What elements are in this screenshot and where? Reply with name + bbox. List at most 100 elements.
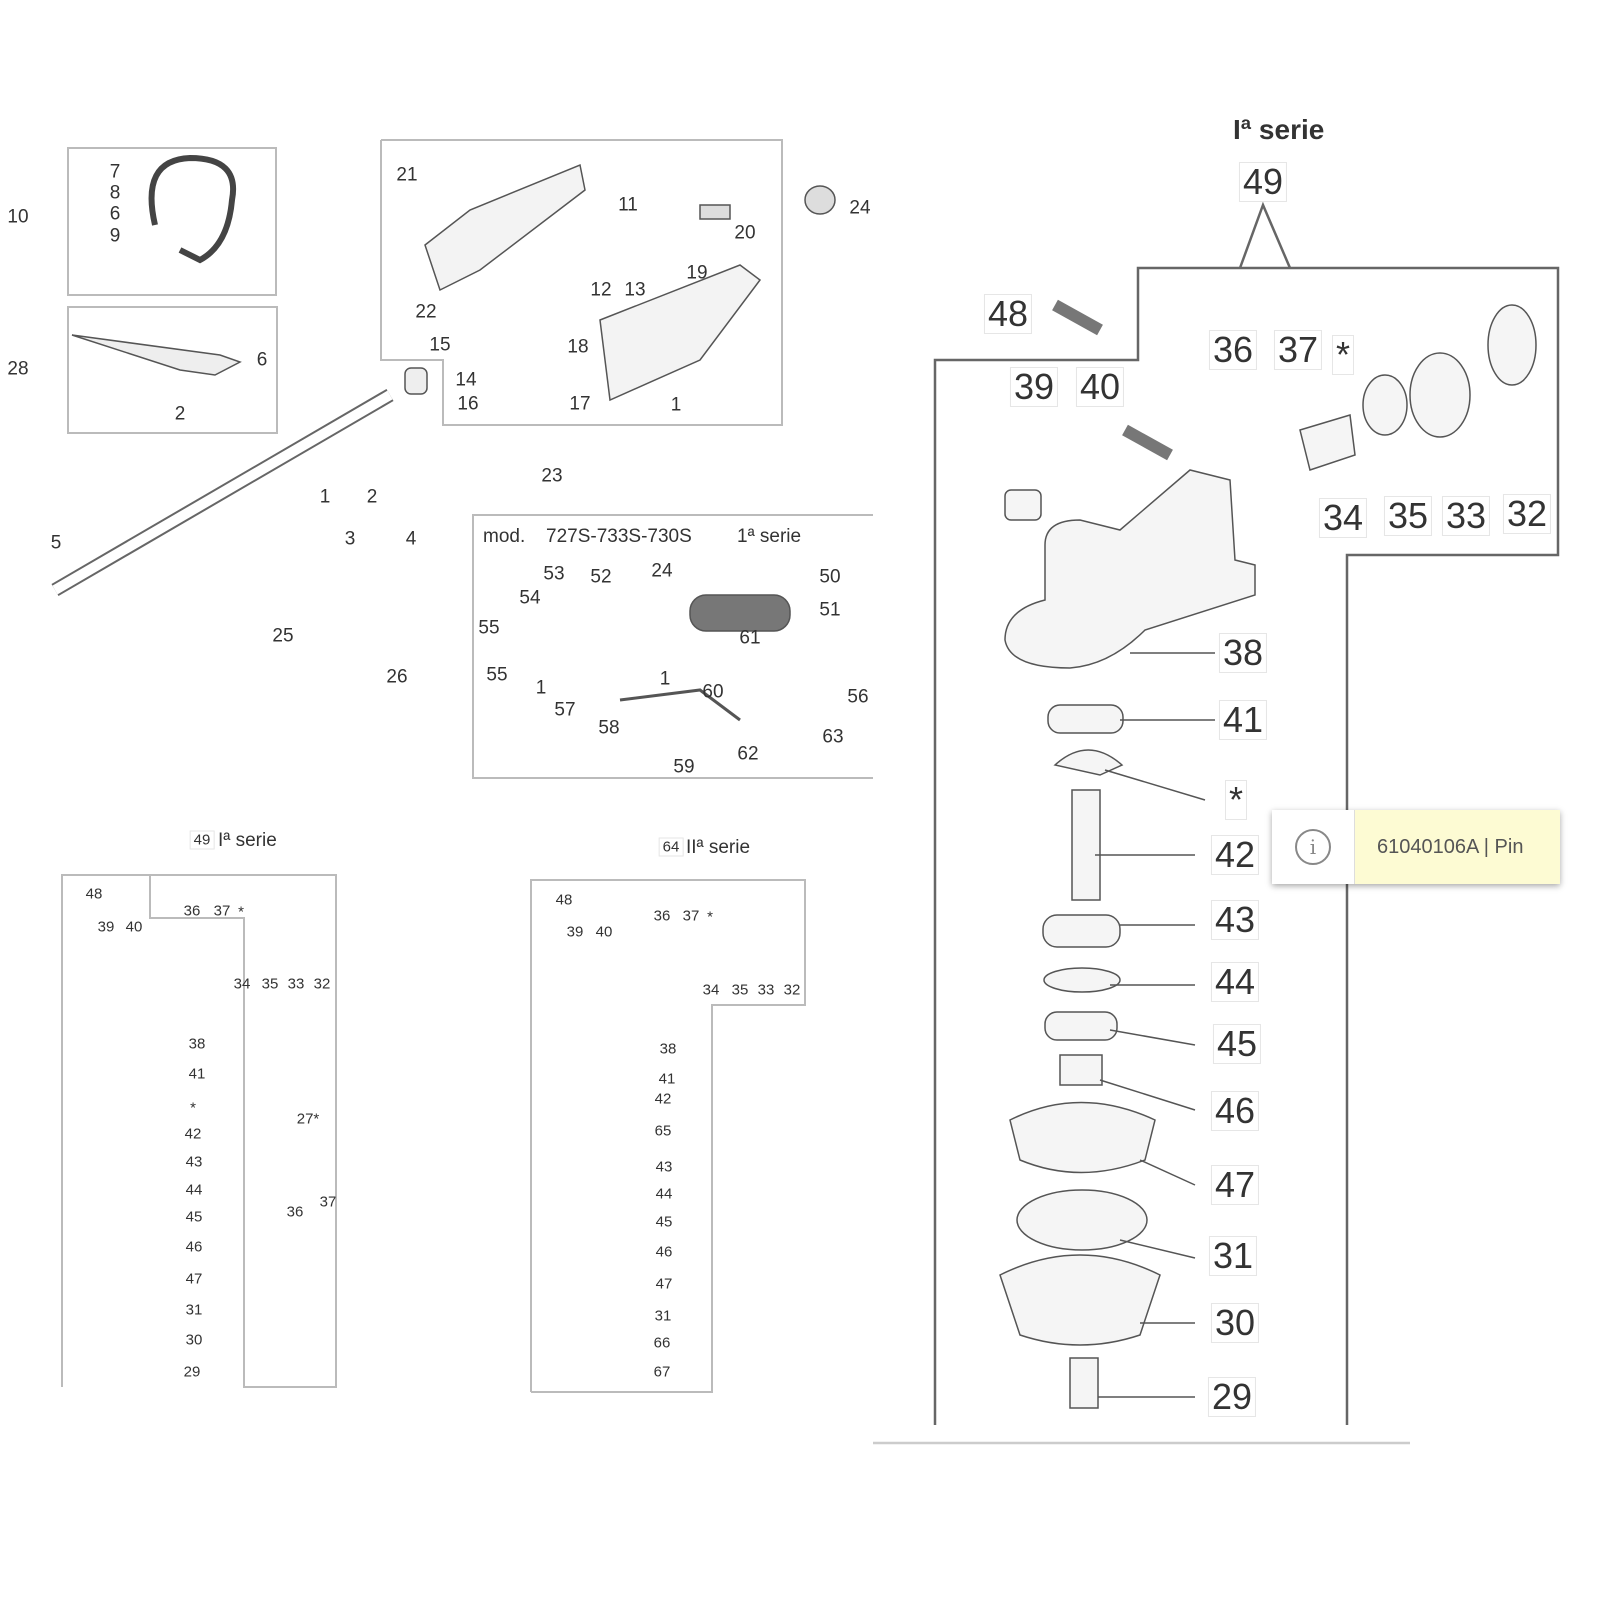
part-callout: 8 [109, 182, 121, 204]
part-callout: 44 [185, 1181, 203, 1199]
part-callout: 40 [1075, 367, 1125, 407]
part-callout: 38 [1218, 633, 1268, 673]
part-callout: 23 [541, 465, 563, 487]
part-callout: 46 [655, 1243, 673, 1261]
part-callout: 29 [1207, 1377, 1257, 1417]
part-callout: 33 [287, 975, 305, 993]
part-callout: 67 [653, 1363, 671, 1381]
part-callout: 51 [819, 599, 841, 621]
part-callout: 47 [185, 1270, 203, 1288]
part-callout: * [1224, 780, 1248, 820]
part-callout: 64 [658, 837, 684, 857]
part-callout: 27* [296, 1110, 320, 1128]
tooltip-text: 61040106A | Pin [1355, 810, 1560, 884]
part-callout: 31 [654, 1307, 672, 1325]
part-callout: 15 [429, 334, 451, 356]
part-callout: 62 [737, 743, 759, 765]
part-callout: 7 [109, 161, 121, 183]
part-callout: 37 [1273, 330, 1323, 370]
part-callout: 44 [1210, 962, 1260, 1002]
part-callout: 16 [457, 393, 479, 415]
part-callout: 34 [233, 975, 251, 993]
part-callout: 43 [185, 1153, 203, 1171]
part-callout: 42 [184, 1125, 202, 1143]
mod-models: 727S-733S-730S [546, 526, 692, 547]
part-callout: 66 [653, 1334, 671, 1352]
part-callout: 24 [651, 560, 673, 582]
part-callout: * [707, 908, 713, 926]
part-callout: 32 [313, 975, 331, 993]
part-callout: 12 [590, 279, 612, 301]
mod-label: mod. [483, 526, 526, 547]
part-callout: 33 [1441, 496, 1491, 536]
part-callout: 26 [386, 666, 408, 688]
part-callout: 58 [598, 717, 620, 739]
part-callout: 49 [189, 830, 215, 850]
part-callout: 36 [286, 1203, 304, 1221]
series1-small-title: Iª serie [218, 830, 277, 851]
part-callout: 18 [567, 336, 589, 358]
part-callout: 3 [344, 528, 356, 550]
part-callout: 37 [319, 1193, 337, 1211]
part-callout: 5 [50, 532, 62, 554]
part-callout: 19 [686, 262, 708, 284]
part-callout: 28 [7, 358, 29, 380]
part-tooltip: i 61040106A | Pin [1272, 810, 1560, 884]
part-callout: 30 [1210, 1303, 1260, 1343]
info-icon: i [1272, 810, 1355, 884]
part-callout: 45 [1212, 1024, 1262, 1064]
part-callout: 29 [183, 1363, 201, 1381]
part-callout: 34 [1318, 498, 1368, 538]
part-callout: 10 [7, 206, 29, 228]
mod-series: 1ª serie [737, 526, 802, 547]
part-callout: 45 [185, 1208, 203, 1226]
part-callout: 2 [366, 486, 378, 508]
part-callout: 59 [673, 756, 695, 778]
part-callout: 17 [569, 393, 591, 415]
part-callout: 39 [1009, 367, 1059, 407]
series2-small-title: IIª serie [686, 837, 751, 858]
part-callout: 45 [655, 1213, 673, 1231]
part-callout: 56 [847, 686, 869, 708]
part-callout: 63 [822, 726, 844, 748]
part-callout: 36 [183, 902, 201, 920]
part-callout: 43 [655, 1158, 673, 1176]
part-callout: * [238, 903, 244, 921]
part-callout: 33 [757, 981, 775, 999]
part-callout: 42 [1210, 835, 1260, 875]
part-callout: 39 [97, 918, 115, 936]
part-callout: 13 [624, 279, 646, 301]
part-callout: 21 [396, 164, 418, 186]
part-callout: 48 [85, 885, 103, 903]
part-callout: 32 [783, 981, 801, 999]
part-callout: 6 [109, 203, 121, 225]
part-callout: 11 [618, 194, 638, 216]
part-callout: 1 [535, 677, 547, 699]
part-callout: 20 [734, 222, 756, 244]
part-callout: 43 [1210, 900, 1260, 940]
part-callout: 41 [658, 1070, 676, 1088]
part-callout: 54 [519, 587, 541, 609]
part-callout: 25 [272, 625, 294, 647]
part-callout: 37 [682, 907, 700, 925]
part-callout: 49 [1238, 162, 1288, 202]
part-callout: 50 [819, 566, 841, 588]
part-callout: 46 [1210, 1091, 1260, 1131]
part-callout: 39 [566, 923, 584, 941]
part-callout: 32 [1502, 494, 1552, 534]
part-callout: 44 [655, 1185, 673, 1203]
part-callout: 37 [213, 902, 231, 920]
part-callout: 40 [595, 923, 613, 941]
part-callout: 31 [185, 1301, 203, 1319]
part-callout: 41 [188, 1065, 206, 1083]
part-callout: 60 [702, 681, 724, 703]
part-callout: 35 [1383, 496, 1433, 536]
part-callout: 34 [702, 981, 720, 999]
part-callout: 55 [486, 664, 508, 686]
part-callout: * [190, 1099, 196, 1117]
part-callout: 38 [188, 1035, 206, 1053]
part-callout: 38 [659, 1040, 677, 1058]
part-callout: 30 [185, 1331, 203, 1349]
part-callout: 41 [1218, 700, 1268, 740]
